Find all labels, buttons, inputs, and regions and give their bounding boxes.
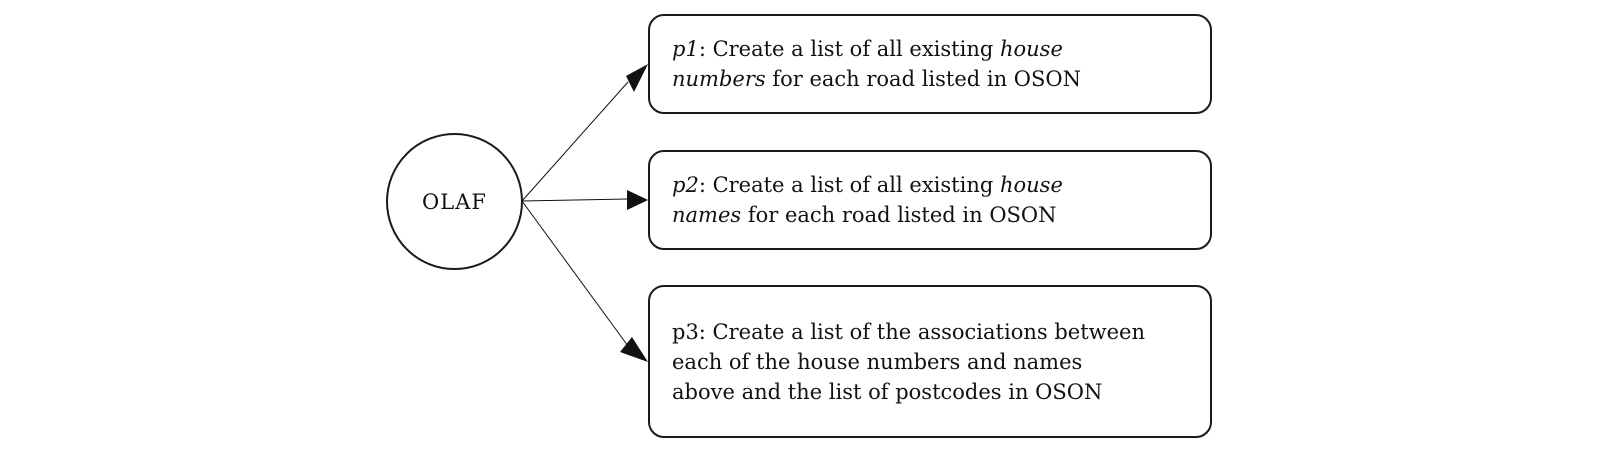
task-text-p1: p1: Create a list of all existing house … bbox=[672, 34, 1081, 94]
task-line-p3-3: above and the list of postcodes in OSON bbox=[672, 379, 1103, 404]
task-em-p1-a: house bbox=[999, 37, 1063, 61]
arrowhead-p3 bbox=[620, 337, 648, 362]
task-box-p2: p2: Create a list of all existing house … bbox=[648, 150, 1212, 250]
arrowhead-p2 bbox=[627, 190, 648, 210]
task-em-p2-b: names bbox=[672, 203, 742, 227]
task-text-p2-a: : Create a list of all existing bbox=[698, 173, 1000, 197]
task-line-p3-2: each of the house numbers and names bbox=[672, 349, 1083, 374]
task-box-p3: p3: Create a list of the associations be… bbox=[648, 285, 1212, 438]
task-text-p2: p2: Create a list of all existing house … bbox=[672, 170, 1063, 230]
edge-olaf-to-p3 bbox=[521, 200, 629, 347]
olaf-node-label: OLAF bbox=[387, 134, 522, 269]
task-em-p1-b: numbers bbox=[672, 67, 766, 91]
task-label-p1: p1 bbox=[672, 37, 699, 61]
task-text-p3: p3: Create a list of the associations be… bbox=[672, 317, 1145, 407]
arrowhead-p1 bbox=[626, 64, 648, 92]
task-text-p1-b: for each road listed in OSON bbox=[765, 67, 1081, 91]
edge-olaf-to-p2 bbox=[521, 198, 629, 202]
edge-olaf-to-p1 bbox=[521, 81, 629, 202]
task-label-p2: p2 bbox=[672, 173, 699, 197]
olaf-label-text: OLAF bbox=[422, 189, 487, 214]
task-text-p1-a: : Create a list of all existing bbox=[698, 37, 1000, 61]
task-box-p1: p1: Create a list of all existing house … bbox=[648, 14, 1212, 114]
task-text-p2-b: for each road listed in OSON bbox=[741, 203, 1057, 227]
task-line-p3-1: p3: Create a list of the associations be… bbox=[672, 319, 1145, 344]
task-em-p2-a: house bbox=[999, 173, 1063, 197]
